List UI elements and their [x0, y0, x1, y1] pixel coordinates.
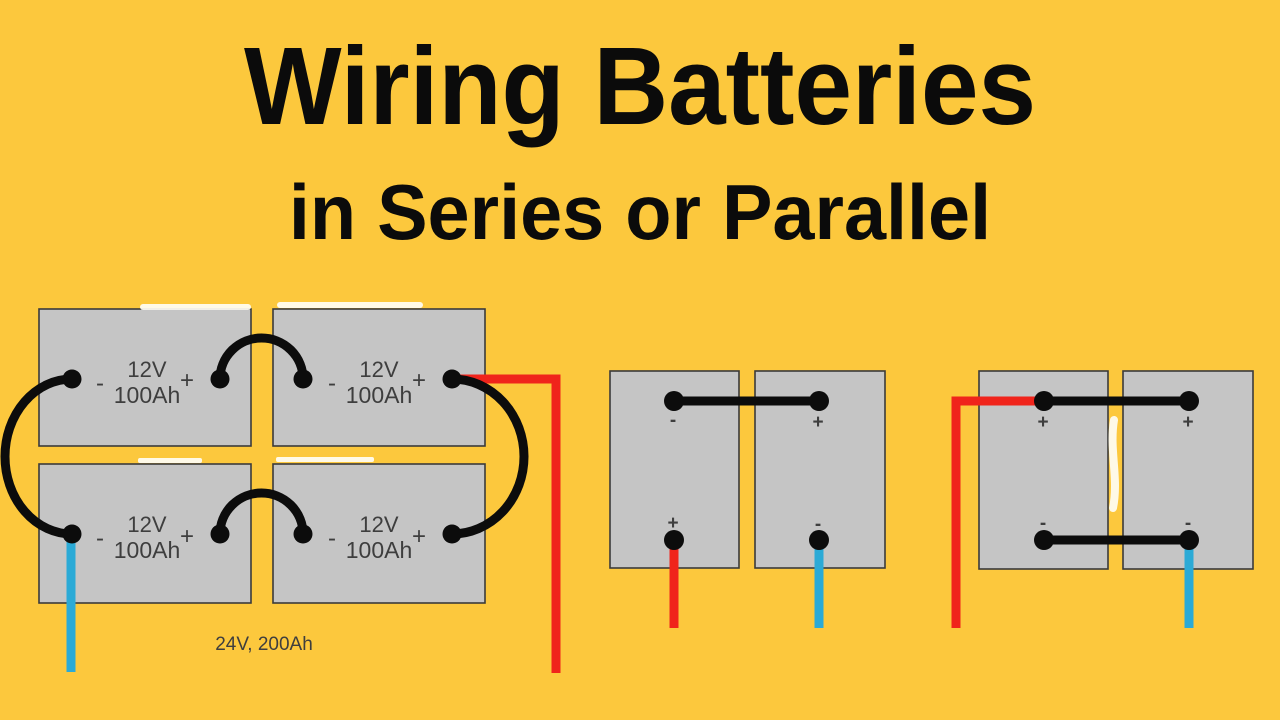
battery-capacity-label: 100Ah: [114, 537, 181, 563]
positive-output-wire: [951, 396, 1044, 628]
battery-capacity-label: 100Ah: [114, 382, 181, 408]
positive-sign: +: [412, 367, 426, 394]
whiteout-mark: [1108, 416, 1119, 512]
terminal-dot-positive: [210, 524, 230, 544]
whiteout-mark: [277, 302, 423, 308]
negative-sign: -: [328, 370, 336, 397]
positive-sign: +: [1182, 412, 1193, 433]
battery-capacity-label: 100Ah: [346, 382, 413, 408]
negative-sign: -: [96, 525, 104, 552]
terminal-dot-positive: [1179, 391, 1199, 411]
battery-voltage-label: 12V: [127, 512, 166, 537]
negative-sign: -: [328, 525, 336, 552]
terminal-dot-positive: [210, 369, 230, 389]
terminal-dot-negative: [1034, 530, 1054, 550]
series-jumper-top: [215, 333, 308, 384]
battery-bottom-right: 12V 100Ah - +: [272, 463, 486, 604]
terminal-dot-positive: [809, 391, 829, 411]
positive-sign: +: [180, 523, 194, 550]
terminal-dot-positive: [442, 369, 462, 389]
positive-sign: +: [667, 513, 678, 534]
battery-voltage-label: 12V: [359, 357, 398, 382]
parallel-jumper-right: [447, 374, 529, 539]
terminal-dot-positive: [442, 524, 462, 544]
terminal-dot-negative: [1179, 530, 1199, 550]
series-jumper-bottom: [215, 488, 308, 539]
negative-sign: -: [670, 410, 676, 431]
whiteout-mark: [276, 457, 374, 462]
positive-output-wire: [452, 374, 561, 673]
whiteout-mark: [140, 304, 251, 310]
battery-voltage-label: 12V: [127, 357, 166, 382]
subtitle: in Series or Parallel: [288, 168, 992, 256]
positive-sign: +: [180, 367, 194, 394]
terminal-dot-negative: [62, 369, 82, 389]
battery-voltage-label: 12V: [359, 512, 398, 537]
negative-sign: -: [96, 370, 104, 397]
terminal-dot-negative: [809, 530, 829, 550]
battery-capacity-label: 100Ah: [346, 537, 413, 563]
main-title: Wiring Batteries: [244, 25, 1036, 148]
series-parallel-bank: 12V 100Ah - + 12V 100Ah - + 12V 100Ah - …: [0, 302, 561, 673]
bank-output-label: 24V, 200Ah: [215, 634, 313, 655]
negative-sign: -: [1185, 513, 1191, 534]
terminal-dot-negative: [293, 369, 313, 389]
terminal-dot-positive: [664, 530, 684, 550]
negative-sign: -: [815, 514, 821, 535]
positive-sign: +: [812, 412, 823, 433]
positive-sign: +: [412, 523, 426, 550]
parallel-bank: + + - -: [951, 370, 1254, 628]
negative-sign: -: [1040, 513, 1046, 534]
parallel-jumper-left: [0, 374, 77, 539]
series-bank: - + + -: [609, 370, 886, 628]
terminal-dot-negative: [293, 524, 313, 544]
terminal-dot-negative: [62, 524, 82, 544]
whiteout-mark: [138, 458, 202, 463]
positive-sign: +: [1037, 412, 1048, 433]
terminal-dot-negative: [664, 391, 684, 411]
terminal-dot-positive: [1034, 391, 1054, 411]
